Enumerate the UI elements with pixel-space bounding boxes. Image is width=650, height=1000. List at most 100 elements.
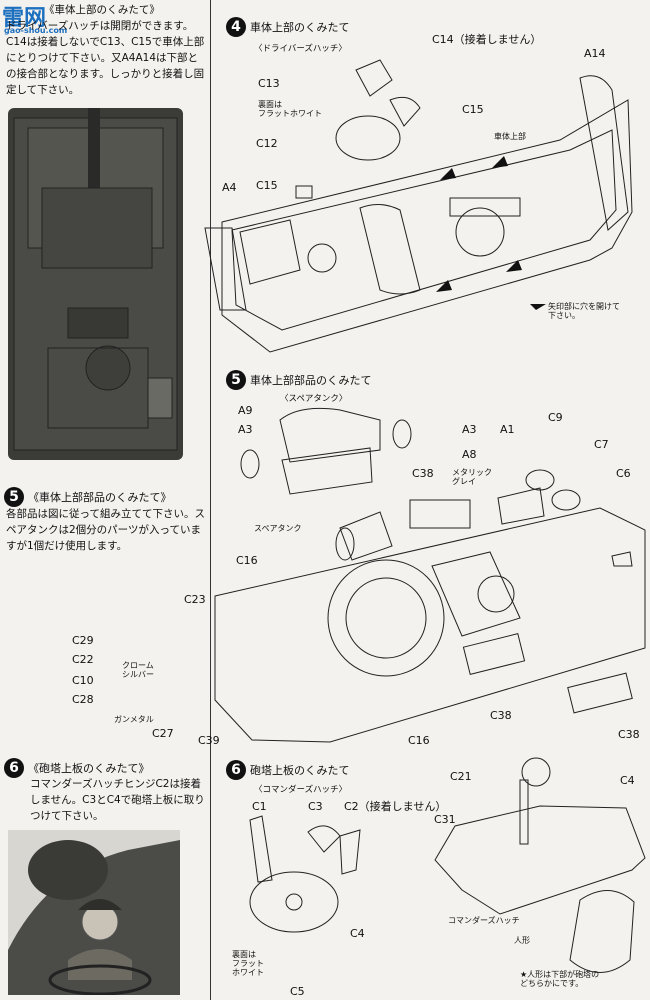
label-c4b: C4: [350, 927, 365, 940]
step4-title: 車体上部のくみたて: [250, 21, 350, 34]
part-c9-a: [525, 469, 555, 491]
label-figure-note: ★人形は下部が砲塔の どちらかにです。: [520, 970, 600, 988]
part-a9: [279, 407, 381, 463]
label-hull-upper: 車体上部: [494, 132, 526, 141]
label-c38b: C38: [490, 709, 512, 722]
part-c9-b: [551, 489, 581, 511]
left-step5-title: 《車体上部部品のくみたて》: [28, 491, 172, 504]
label-c3: C3: [308, 800, 323, 813]
left-step5-head: 5 《車体上部部品のくみたて》: [4, 487, 171, 507]
hull-upper-step4: [221, 99, 633, 353]
step6-head: 6 砲塔上板のくみたて: [226, 760, 349, 780]
label-c21: C21: [450, 770, 472, 783]
label-c13: C13: [258, 77, 280, 90]
step5-number: 5: [226, 370, 246, 390]
step4-head: 4 車体上部のくみたて: [226, 17, 349, 37]
label-c15b: C15: [256, 179, 278, 192]
top-title: 《車体上部のくみたて》: [44, 4, 160, 16]
step4-number: 4: [226, 17, 246, 37]
figure: [569, 890, 635, 973]
label-c29: C29: [72, 634, 94, 647]
part-a3-left: [240, 449, 260, 479]
label-c14: C14（接着しません）: [432, 33, 542, 46]
label-flat-white-4: 裏面は フラットホワイト: [258, 100, 322, 118]
tank-photo-art: [13, 108, 178, 451]
label-c1: C1: [252, 800, 267, 813]
label-a8: A8: [462, 448, 477, 461]
label-c9: C9: [548, 411, 563, 424]
left-step6-title: 《砲塔上板のくみたて》: [28, 762, 150, 775]
label-a9: A9: [238, 404, 253, 417]
part-a8: [281, 447, 373, 495]
label-c15a: C15: [462, 103, 484, 116]
left-step6-number: 6: [4, 758, 24, 778]
left-step6-text: コマンダーズハッチヒンジC2は接着しません。C3とC4で砲塔上板に取りつけて下さ…: [30, 778, 205, 822]
part-a1: [497, 487, 545, 525]
column-divider: [210, 0, 211, 1000]
commander-photo: [8, 830, 180, 995]
label-spare-tank: スペアタンク: [254, 524, 302, 533]
part-c5: [249, 871, 339, 933]
left-step5-text: 各部品は図に従って組み立てて下さい。スペアタンクは2個分のパーツが入っていますが…: [6, 508, 205, 552]
label-a1: A1: [500, 423, 515, 436]
label-c22: C22: [72, 653, 94, 666]
part-c38-c: [567, 672, 633, 714]
part-c12: [335, 115, 401, 161]
part-c15: [295, 185, 313, 199]
label-metallic-grey: メタリック グレイ: [452, 468, 492, 486]
label-flat-white-6: 裏面は フラット ホワイト: [232, 950, 264, 977]
label-chrome-silver: クローム シルバー: [122, 661, 154, 679]
label-c2: C2（接着しません）: [344, 800, 447, 813]
part-c1: [249, 815, 273, 883]
step6-subtitle: 〈コマンダーズハッチ〉: [254, 785, 348, 795]
label-a3-left: A3: [238, 423, 253, 436]
hull-upper-step5: [214, 507, 646, 743]
step6-title: 砲塔上板のくみたて: [250, 764, 350, 777]
commander-photo-art: [8, 840, 180, 995]
label-gunmetal: ガンメタル: [114, 715, 154, 724]
tank-photo: [8, 108, 183, 460]
part-a4: [204, 227, 247, 311]
label-c16a: C16: [236, 554, 258, 567]
label-c23: C23: [184, 593, 206, 606]
part-c14: [389, 96, 421, 127]
label-commander-hatch: コマンダーズハッチ: [448, 916, 520, 925]
label-a4: A4: [222, 181, 237, 194]
left-step6-head: 6 《砲塔上板のくみたて》: [4, 758, 149, 778]
part-a14: [579, 75, 629, 231]
part-c6: [611, 551, 633, 567]
label-arrow-note: 矢印部に穴を開けて 下さい。: [548, 302, 620, 320]
label-c28: C28: [72, 693, 94, 706]
step6-number: 6: [226, 760, 246, 780]
label-c39: C39: [198, 734, 220, 747]
turret-top: [434, 805, 646, 915]
top-text: ドライバーズハッチは開閉ができます。C14は接着しないでC13、C15で車体上部…: [6, 20, 205, 96]
label-c31: C31: [434, 813, 456, 826]
part-c3: [307, 825, 341, 853]
step5-title: 車体上部部品のくみたて: [250, 374, 372, 387]
label-c38c: C38: [618, 728, 640, 741]
label-a14: A14: [584, 47, 606, 60]
label-c10: C10: [72, 674, 94, 687]
label-c12: C12: [256, 137, 278, 150]
part-a3-right: [392, 419, 412, 449]
part-c21: [519, 779, 529, 845]
label-c7: C7: [594, 438, 609, 451]
part-c13: [355, 59, 393, 97]
label-c5: C5: [290, 985, 305, 998]
label-figure: 人形: [514, 936, 530, 945]
label-c27: C27: [152, 727, 174, 740]
label-c16b: C16: [408, 734, 430, 747]
watermark-url: gao-shou.com: [4, 26, 68, 35]
label-c38a: C38: [412, 467, 434, 480]
part-spare-tank: [339, 511, 393, 561]
watermark-logo: 雷网: [2, 6, 47, 31]
step5-head: 5 車体上部部品のくみたて: [226, 370, 371, 390]
step4-subtitle: 〈ドライバーズハッチ〉: [254, 44, 347, 54]
label-c4a: C4: [620, 774, 635, 787]
step5-subtitle: 〈スペアタンク〉: [280, 394, 348, 404]
left-step5-number: 5: [4, 487, 24, 507]
label-c6: C6: [616, 467, 631, 480]
part-c2: [339, 829, 361, 875]
